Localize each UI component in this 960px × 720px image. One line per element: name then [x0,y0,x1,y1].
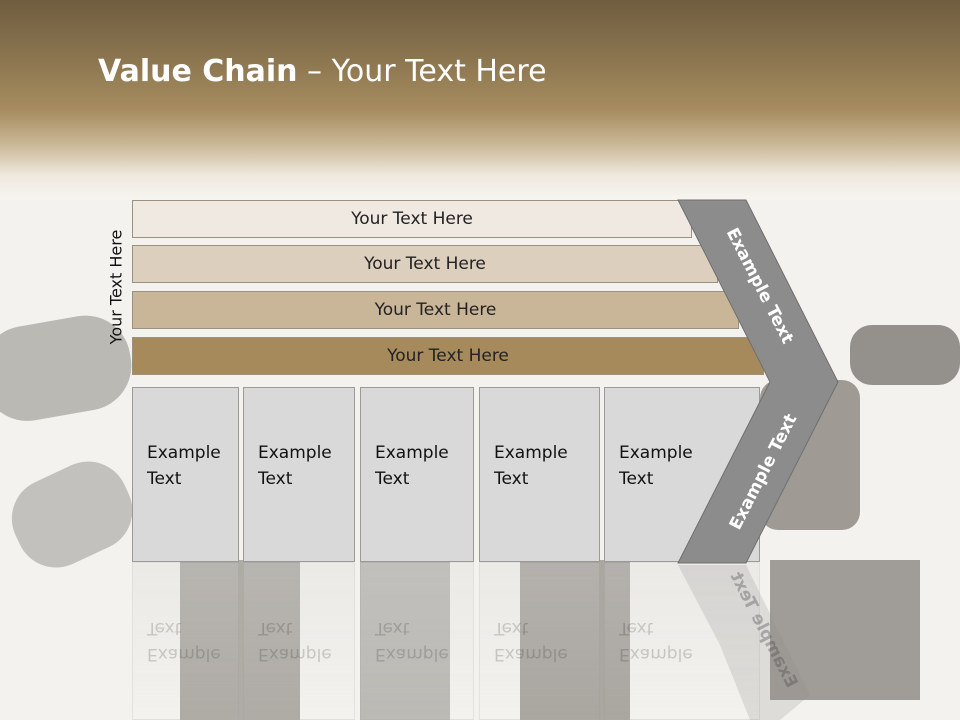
header-band [0,0,960,200]
bar-1-label: Your Text Here [351,209,473,229]
box-2-line1: Example [258,443,332,463]
bar-4-label: Your Text Here [387,346,509,366]
bar-3: Your Text Here [132,291,739,329]
bar-3-label: Your Text Here [374,300,497,320]
box-4-line1: Example [494,443,568,463]
slide-title: Value Chain – Your Text Here [98,54,547,89]
box-1-line1: Example [147,443,221,463]
bar-2-label: Your Text Here [364,254,486,274]
title-rest: – Your Text Here [297,54,547,89]
box-3-line2: Text [375,469,410,489]
box-5-line2: Text [619,469,654,489]
chevron-reflection [678,565,810,720]
bar-4: Your Text Here [132,337,764,375]
chevron-arrow [677,199,839,564]
bar-1: Your Text Here [132,200,692,238]
box-3-line1: Example [375,443,449,463]
title-bold: Value Chain [98,54,298,89]
box-4-line2: Text [494,469,529,489]
box-1-line2: Text [147,469,182,489]
box-5-line1: Example [619,443,693,463]
box-2-line2: Text [258,469,293,489]
bar-2: Your Text Here [132,245,718,283]
